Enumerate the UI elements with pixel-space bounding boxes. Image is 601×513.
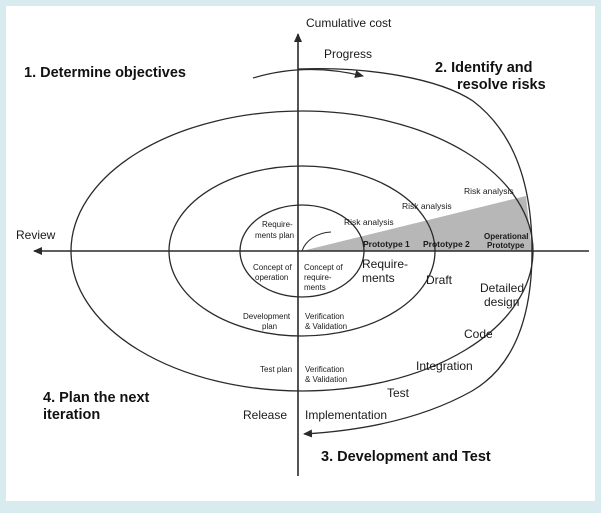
prototype-shaded-wedge — [302, 196, 532, 251]
development-plan-label-line1: Development — [243, 312, 291, 321]
verification-validation-1-label-line2: & Validation — [305, 322, 347, 331]
quadrant-3-label: 3. Development and Test — [321, 449, 491, 465]
test-label: Test — [387, 386, 410, 400]
progress-label: Progress — [324, 47, 372, 61]
prototype-1-label: Prototype 1 — [363, 239, 410, 249]
requirements-label-line2: ments — [362, 271, 395, 285]
concept-of-requirements-label-line3: ments — [304, 283, 326, 292]
requirements-plan-label-line1: Require- — [262, 220, 293, 229]
detailed-design-label-line2: design — [484, 295, 519, 309]
risk-analysis-2-label: Risk analysis — [402, 201, 452, 211]
release-label: Release — [243, 408, 287, 422]
quadrant-4-label-line2: iteration — [43, 407, 100, 423]
spiral-loop-3 — [70, 110, 534, 392]
detailed-design-label-line1: Detailed — [480, 281, 524, 295]
concept-of-operation-label-line2: operation — [255, 273, 288, 282]
requirements-plan-label-line2: ments plan — [255, 231, 294, 240]
quadrant-2-label-line2: resolve risks — [457, 77, 546, 93]
progress-arrow — [252, 68, 364, 79]
concept-of-requirements-label-line2: require- — [304, 273, 332, 282]
risk-analysis-1-label: Risk analysis — [344, 217, 394, 227]
quadrant-1-label: 1. Determine objectives — [24, 65, 186, 81]
cumulative-cost-label: Cumulative cost — [306, 16, 392, 30]
spiral-loop-1 — [239, 204, 365, 298]
operational-prototype-label-line1: Operational — [484, 232, 528, 241]
concept-of-operation-label-line1: Concept of — [253, 263, 292, 272]
implementation-label: Implementation — [305, 408, 387, 422]
integration-label: Integration — [416, 359, 473, 373]
prototype-wedge-inner-arc — [301, 231, 332, 252]
spiral-loop-2 — [168, 165, 436, 337]
quadrant-4-label-line1: 4. Plan the next — [43, 390, 150, 406]
concept-of-requirements-label-line1: Concept of — [304, 263, 343, 272]
spiral-outer-arc — [297, 67, 533, 438]
verification-validation-2-label-line1: Verification — [305, 365, 344, 374]
requirements-label-line1: Require- — [362, 257, 408, 271]
spiral-model-diagram: Cumulative cost Review Progress 1. Deter… — [6, 6, 595, 501]
test-plan-label: Test plan — [260, 365, 292, 374]
prototype-2-label: Prototype 2 — [423, 239, 470, 249]
operational-prototype-label-line2: Prototype — [487, 241, 525, 250]
development-plan-label-line2: plan — [262, 322, 277, 331]
review-label: Review — [16, 228, 56, 242]
quadrant-2-label-line1: 2. Identify and — [435, 60, 533, 76]
verification-validation-1-label-line1: Verification — [305, 312, 344, 321]
verification-validation-2-label-line2: & Validation — [305, 375, 347, 384]
draft-label: Draft — [426, 273, 453, 287]
spiral-diagram-canvas: Cumulative cost Review Progress 1. Deter… — [16, 16, 589, 476]
risk-analysis-3-label: Risk analysis — [464, 186, 514, 196]
code-label: Code — [464, 327, 493, 341]
